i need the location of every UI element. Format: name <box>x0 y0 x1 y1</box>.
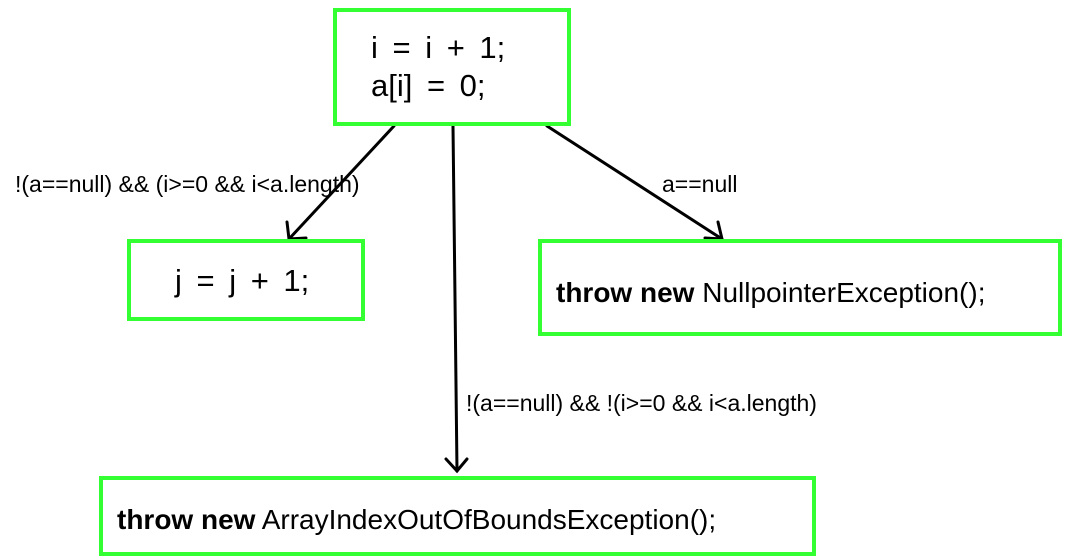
index-exception-node: throw new ArrayIndexOutOfBoundsException… <box>99 476 816 556</box>
edge-label-null: a==null <box>662 171 738 197</box>
edge-to-index-arrowhead <box>444 457 469 474</box>
edge-label-index: !(a==null) && !(i>=0 && i<a.length) <box>466 390 817 416</box>
top-statement-node: i = i + 1; a[i] = 0; <box>333 8 571 126</box>
null-exception-keyword: throw new <box>556 277 695 308</box>
normal-flow-node: j = j + 1; <box>127 239 365 321</box>
null-exception-statement: throw new NullpointerException(); <box>556 277 985 309</box>
edge-to-normal-line <box>287 124 396 241</box>
top-statement-line1: i = i + 1; <box>371 30 506 65</box>
null-exception-node: throw new NullpointerException(); <box>538 239 1062 336</box>
index-exception-statement: throw new ArrayIndexOutOfBoundsException… <box>117 504 716 536</box>
null-exception-call: NullpointerException(); <box>702 277 986 308</box>
index-exception-call: ArrayIndexOutOfBoundsException(); <box>261 504 717 535</box>
normal-flow-code: j = j + 1; <box>175 263 310 298</box>
index-exception-keyword: throw new <box>117 504 256 535</box>
edge-to-null-line <box>545 124 724 241</box>
edge-label-normal: !(a==null) && (i>=0 && i<a.length) <box>15 171 360 197</box>
top-statement-line2: a[i] = 0; <box>371 68 486 103</box>
edge-to-index-line <box>451 124 459 473</box>
